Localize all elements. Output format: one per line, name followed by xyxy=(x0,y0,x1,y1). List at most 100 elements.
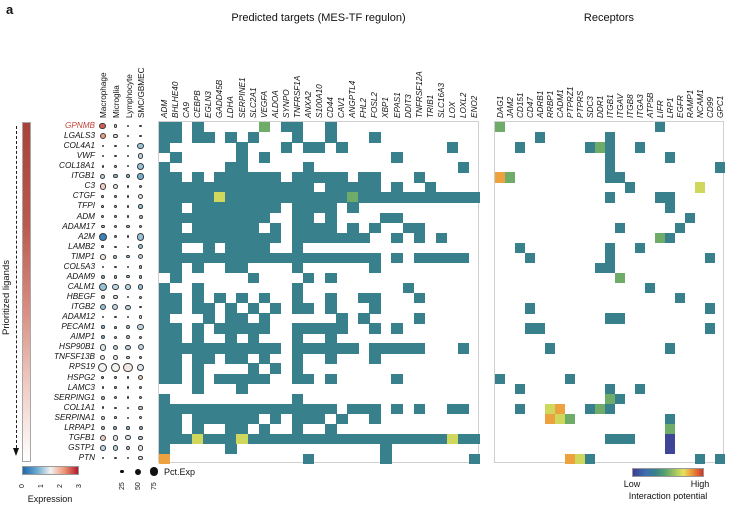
ligand-label: LRPAP1 xyxy=(64,422,95,432)
dot xyxy=(123,362,133,373)
heatmap-cell xyxy=(605,393,616,405)
dot xyxy=(101,195,105,198)
ligand-label: ADAM9 xyxy=(66,271,95,281)
heatmap-cell xyxy=(159,162,171,173)
dot xyxy=(126,134,130,138)
heatmap-cell xyxy=(369,303,381,314)
column-header: LIFR xyxy=(655,100,665,118)
dot xyxy=(137,142,144,150)
heatmap-cell xyxy=(391,232,403,244)
heatmap-cell xyxy=(457,343,470,354)
dot xyxy=(126,144,130,148)
heatmap-cell xyxy=(358,192,370,203)
heatmap-cell xyxy=(535,323,546,334)
heatmap-cell xyxy=(705,303,716,314)
heatmap-cell xyxy=(170,272,182,284)
heatmap-cell xyxy=(225,403,237,415)
heatmap-cell xyxy=(435,252,448,264)
dot xyxy=(138,214,143,219)
heatmap-cell xyxy=(413,343,426,354)
heatmap-cell xyxy=(247,222,260,234)
heatmap-cell xyxy=(225,202,237,213)
dot xyxy=(126,386,130,389)
heatmap-cell xyxy=(192,202,204,213)
dot xyxy=(126,406,130,409)
heatmap-cell xyxy=(347,222,359,234)
heatmap-cell xyxy=(605,433,616,445)
ligand-label: COL4A1 xyxy=(63,141,95,151)
heatmap-cell xyxy=(413,433,426,445)
heatmap-cell xyxy=(325,252,337,264)
dot xyxy=(99,133,106,140)
ligand-label: HSP90B1 xyxy=(59,342,95,352)
dot xyxy=(126,396,130,399)
dot xyxy=(126,316,130,319)
heatmap-cell xyxy=(159,393,171,405)
dot xyxy=(114,195,117,198)
heatmap-cell xyxy=(192,182,204,193)
heatmap-cell xyxy=(665,343,676,354)
heatmap-cell xyxy=(336,142,348,153)
column-header: FHL2 xyxy=(359,97,369,118)
heatmap-cell xyxy=(655,122,666,133)
heatmap-cell xyxy=(313,323,326,334)
heatmap-cell xyxy=(413,172,426,183)
heatmap-cell xyxy=(258,242,271,254)
heatmap-cell xyxy=(159,453,171,465)
heatmap-cell xyxy=(236,192,248,203)
heatmap-cell xyxy=(615,313,626,324)
dot xyxy=(126,205,130,208)
dot xyxy=(110,363,120,372)
heatmap-cell xyxy=(236,423,248,435)
heatmap-cell xyxy=(203,353,215,364)
dot xyxy=(114,386,117,389)
heatmap-cell xyxy=(358,252,370,264)
heatmap-cell xyxy=(402,343,414,354)
heatmap-cell xyxy=(170,433,182,445)
heatmap-cell xyxy=(369,293,381,304)
heatmap-cell xyxy=(225,132,237,143)
heatmap-cell xyxy=(665,423,676,435)
heatmap-cell xyxy=(159,443,171,455)
heatmap-cell xyxy=(291,232,304,244)
heatmap-cell xyxy=(446,433,459,445)
heatmap-cell xyxy=(413,403,426,415)
heatmap-cell xyxy=(159,262,171,274)
heatmap-cell xyxy=(325,122,337,133)
dot xyxy=(126,195,130,198)
heatmap-cell xyxy=(258,433,271,445)
pct-tick: 75 xyxy=(150,482,158,490)
ligand-label: LGALS3 xyxy=(64,131,95,141)
heatmap-cell xyxy=(203,413,215,425)
heatmap-cell xyxy=(159,333,171,344)
heatmap-cell xyxy=(203,212,215,223)
heatmap-cell xyxy=(325,333,337,344)
heatmap-cell xyxy=(269,172,282,183)
heatmap-cell xyxy=(247,373,260,384)
heatmap-cell xyxy=(336,433,348,445)
dot xyxy=(125,304,131,310)
heatmap-cell xyxy=(236,262,248,274)
heatmap-cell xyxy=(347,192,359,203)
heatmap-cell xyxy=(258,323,271,334)
heatmap-cell xyxy=(605,242,616,254)
dot xyxy=(138,425,143,430)
heatmap-cell xyxy=(159,142,171,153)
heatmap-cell xyxy=(159,172,171,183)
heatmap-cell xyxy=(336,192,348,203)
heatmap-cell xyxy=(170,122,182,133)
dot xyxy=(113,335,118,340)
heatmap-cell xyxy=(380,212,392,223)
heatmap-cell xyxy=(236,162,248,173)
heatmap-cell xyxy=(435,433,448,445)
heatmap-cell xyxy=(236,353,248,364)
ligand-label: ADM xyxy=(76,211,95,221)
heatmap-cell xyxy=(247,272,260,284)
heatmap-cell xyxy=(605,162,616,173)
dot xyxy=(138,435,143,441)
heatmap-cell xyxy=(225,192,237,203)
heatmap-cell xyxy=(595,262,606,274)
heatmap-cell xyxy=(291,423,304,435)
column-header: CAV1 xyxy=(337,97,347,118)
ligand-label: PTN xyxy=(78,452,95,462)
